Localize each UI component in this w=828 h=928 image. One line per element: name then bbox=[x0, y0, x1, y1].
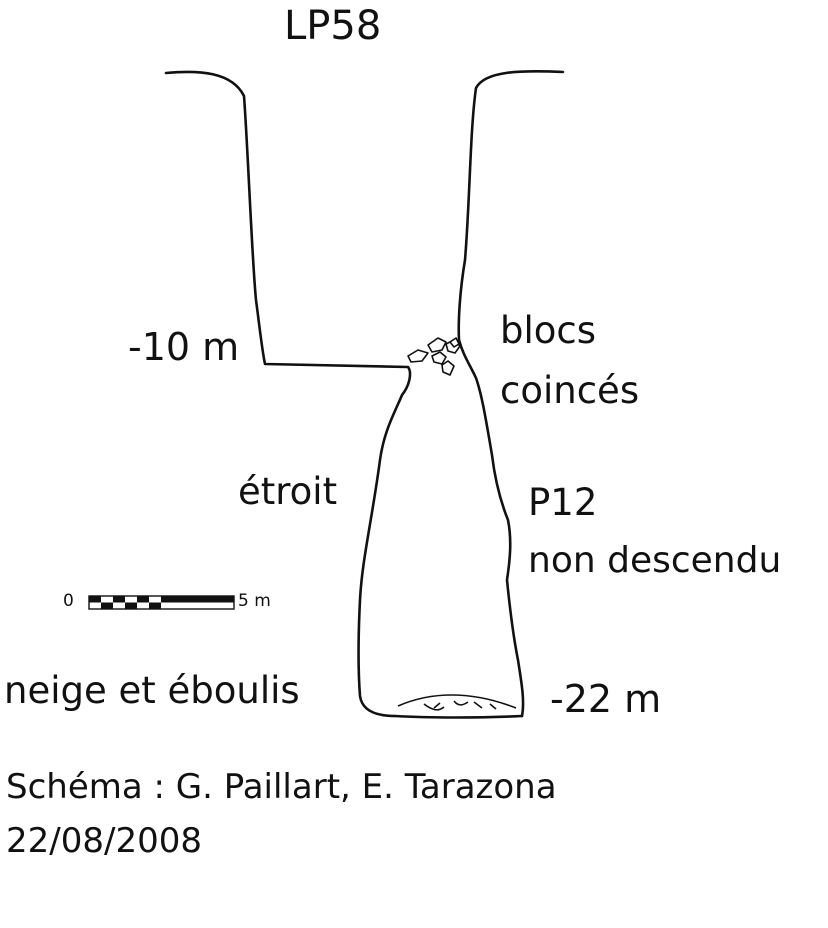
right-wall bbox=[457, 69, 565, 718]
snow-scree-mound bbox=[397, 694, 517, 711]
annotation-etroit: étroit bbox=[238, 470, 338, 513]
annotation-blocs: blocs bbox=[500, 309, 597, 352]
scale-start-label: 0 bbox=[63, 591, 74, 611]
credits-date: 22/08/2008 bbox=[6, 821, 202, 861]
left-wall-upper bbox=[164, 70, 412, 718]
credits-authors: Schéma : G. Paillart, E. Tarazona bbox=[6, 767, 557, 807]
annotation-non-descendu: non descendu bbox=[528, 540, 782, 581]
depth-label-22m: -22 m bbox=[550, 677, 662, 721]
scale-end-label: 5 m bbox=[238, 591, 271, 611]
scale-bar bbox=[88, 595, 235, 610]
annotation-coinces: coincés bbox=[500, 369, 640, 412]
annotation-neige-eboulis: neige et éboulis bbox=[4, 669, 300, 712]
depth-label-10m: -10 m bbox=[128, 325, 240, 369]
annotation-p12: P12 bbox=[528, 481, 598, 524]
jammed-blocks bbox=[407, 337, 461, 376]
cave-floor bbox=[393, 714, 524, 719]
survey-title: LP58 bbox=[284, 3, 382, 49]
